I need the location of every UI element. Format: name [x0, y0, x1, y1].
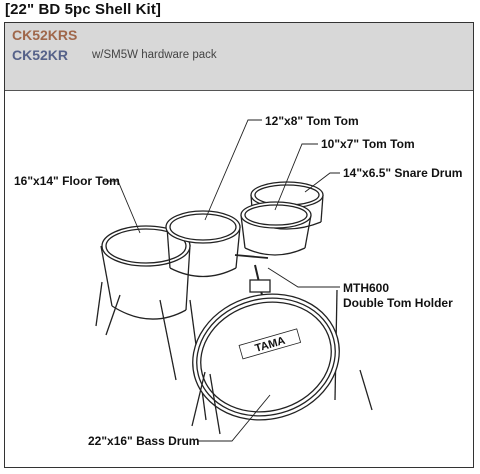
- label-bass-drum: 22"x16" Bass Drum: [88, 434, 200, 448]
- kit-frame: CK52KRS CK52KR w/SM5W hardware pack: [4, 22, 474, 468]
- model-band: CK52KRS CK52KR w/SM5W hardware pack: [5, 23, 473, 91]
- bass-drum: TAMA: [189, 289, 373, 435]
- model-code-kr: CK52KR: [12, 47, 69, 63]
- label-tom-12x8: 12"x8" Tom Tom: [265, 114, 359, 128]
- tom-holder: [234, 254, 271, 296]
- label-snare-drum: 14"x6.5" Snare Drum: [343, 166, 463, 180]
- callout-leaders: [104, 119, 340, 442]
- model-code-krs: CK52KRS: [12, 27, 78, 43]
- label-floor-tom: 16"x14" Floor Tom: [14, 174, 120, 188]
- hardware-pack-note: w/SM5W hardware pack: [92, 49, 217, 61]
- tom-10x7: [240, 201, 312, 256]
- label-holder-name: Double Tom Holder: [343, 296, 453, 310]
- page-title: [22" BD 5pc Shell Kit]: [5, 1, 162, 18]
- label-holder-model: MTH600: [343, 281, 390, 295]
- floor-tom: [95, 225, 191, 381]
- tom-12x8: [165, 210, 241, 278]
- label-tom-10x7: 10"x7" Tom Tom: [321, 137, 415, 151]
